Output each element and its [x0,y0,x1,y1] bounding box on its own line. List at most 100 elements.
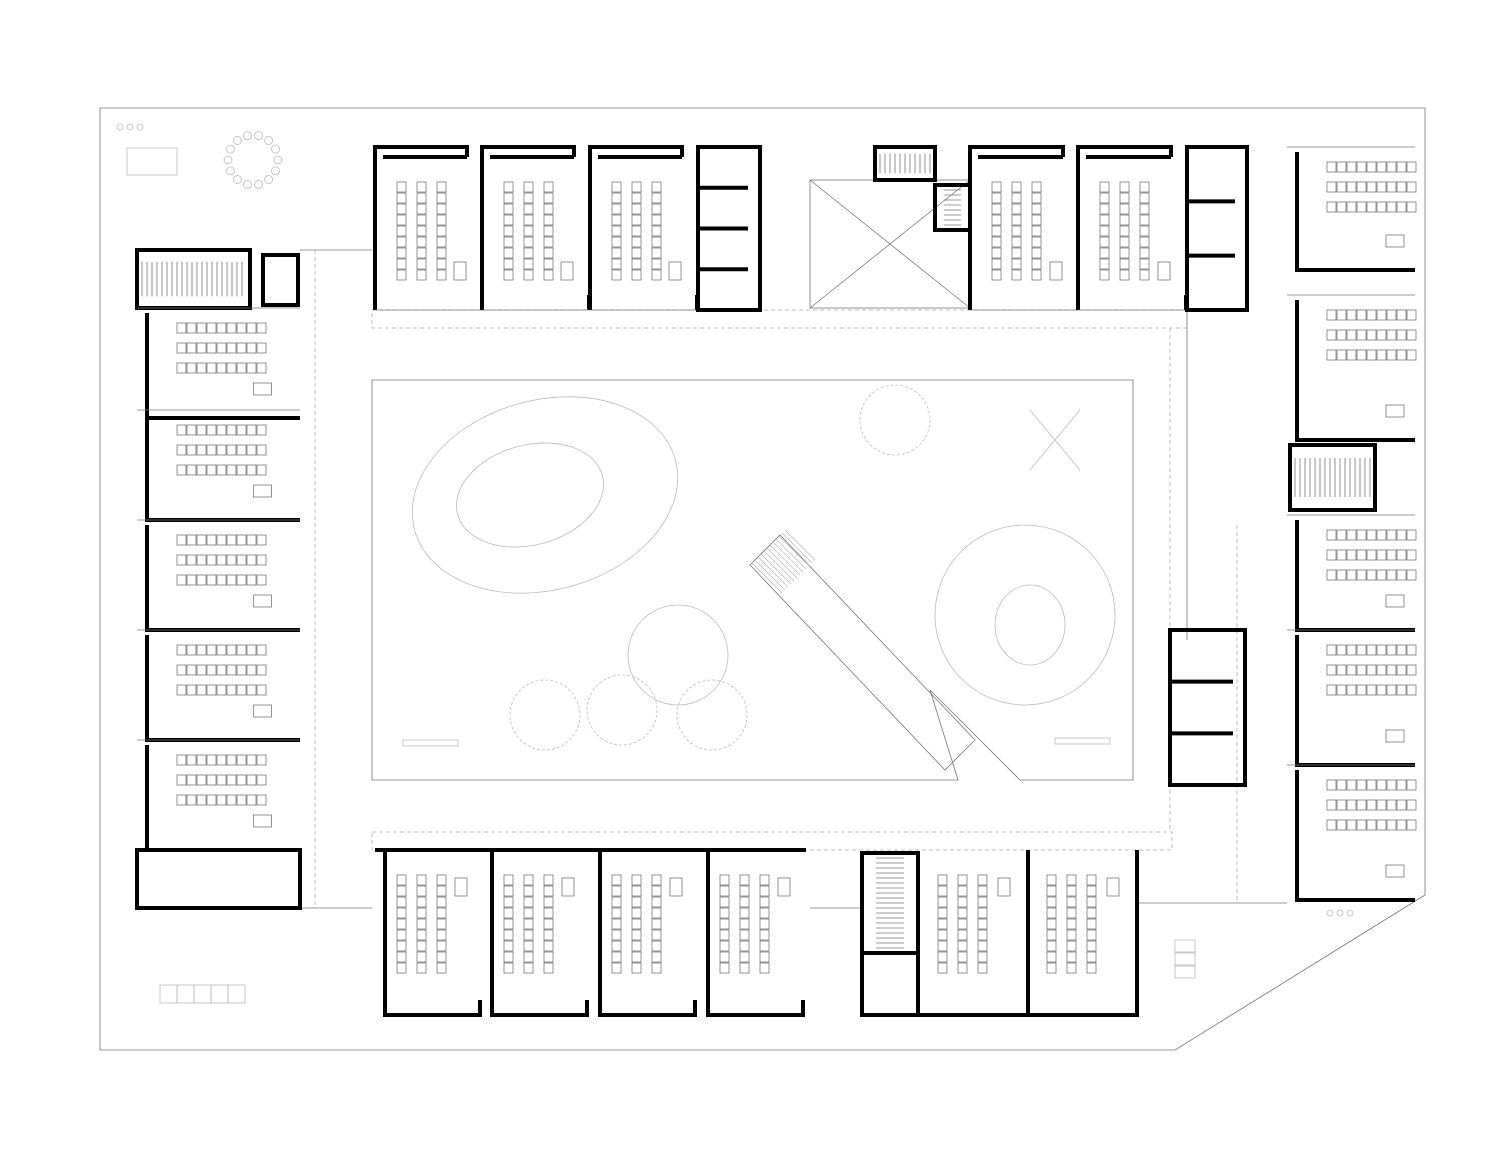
seating-circle [254,179,263,189]
teacher-desk [997,877,1011,897]
desk-seat [1011,181,1022,193]
desk-seat [186,554,197,566]
desk-seat [1396,309,1407,321]
teacher-desk [668,261,682,281]
desk-seat [631,951,642,963]
desk-seat [176,534,187,546]
desk-seat [206,464,217,476]
desk-seat [523,236,534,248]
desk-seat [937,907,948,919]
desk-seat [1376,684,1387,696]
desk-seat [1346,201,1357,213]
teacher-desk [253,594,272,608]
desk-seat [991,203,1002,215]
desk-seat [1046,885,1057,897]
desk-seat [503,907,514,919]
desk-seat [739,885,750,897]
desk-seat [396,203,407,215]
desk-seat [937,940,948,952]
desk-seat [937,918,948,930]
desk-seat [1119,192,1130,204]
desk-seat [186,534,197,546]
desk-seat [1011,236,1022,248]
desk-seat [216,644,227,656]
desk-seat [196,554,207,566]
desk-seat [176,574,187,586]
classroom-wall [482,848,590,1017]
desk-seat [1326,549,1337,561]
desk-seat [719,962,730,974]
teacher-desk [777,877,791,897]
desk-seat [543,896,554,908]
desk-seat [1336,779,1347,791]
desk-seat [1406,644,1417,656]
desk-seat [1336,799,1347,811]
desk-seat [176,444,187,456]
desk-seat [1326,329,1337,341]
desk-seat [436,918,447,930]
outdoor-table [1174,965,1196,979]
ramp-step [760,553,792,585]
desk-seat [503,203,514,215]
classroom [1287,514,1417,632]
classroom [137,739,300,852]
desk-seat [1346,349,1357,361]
desk-seat [236,774,247,786]
teacher-desk [1049,261,1063,281]
desk-seat [1376,644,1387,656]
desk-seat [543,940,554,952]
desk-seat [246,684,257,696]
desk-seat [196,534,207,546]
desk-seat [1386,549,1397,561]
desk-seat [396,918,407,930]
desk-seat [1046,918,1057,930]
desk-seat [1346,569,1357,581]
desk-seat [523,907,534,919]
desk-seat [256,684,267,696]
desk-seat [436,192,447,204]
desk-seat [937,874,948,886]
classroom-wall [375,848,483,1017]
desk-seat [206,644,217,656]
desk-seat [206,362,217,374]
desk-seat [651,929,662,941]
desk-seat [651,203,662,215]
desk-seat [1011,214,1022,226]
seating-circle [264,136,273,145]
desk-seat [1376,181,1387,193]
desk-seat [226,464,237,476]
desk-seat [186,464,197,476]
desk-seat [523,940,534,952]
desk-seat [1396,329,1407,341]
desk-seat [1356,644,1367,656]
desk-seat [1366,799,1377,811]
corridor-south [371,831,1173,851]
desk-seat [216,362,227,374]
desk-seat [1356,309,1367,321]
desk-seat [436,203,447,215]
tree-icon [586,674,658,746]
planter [116,123,124,131]
staircase [135,248,252,310]
desk-seat [246,464,257,476]
desk-seat [216,534,227,546]
stair-wall [873,145,937,182]
desk-seat [416,247,427,259]
desk-seat [1119,236,1130,248]
desk-seat [256,574,267,586]
classroom-wall [968,145,1080,310]
desk-seat [1376,529,1387,541]
desk-seat [216,684,227,696]
desk-seat [957,929,968,941]
tree-icon [859,384,931,456]
desk-seat [719,940,730,952]
desk-seat [256,554,267,566]
desk-seat [1386,799,1397,811]
desk-seat [216,664,227,676]
desk-seat [1086,929,1097,941]
desk-seat [1086,874,1097,886]
desk-seat [739,896,750,908]
desk-seat [1356,201,1367,213]
desk-seat [196,774,207,786]
desk-seat [523,918,534,930]
